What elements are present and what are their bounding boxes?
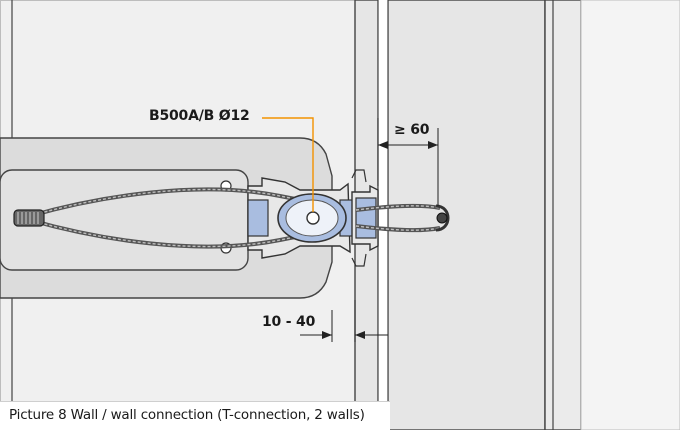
dim-bottom-arrow-right	[355, 331, 365, 339]
rope-ferrule-strands	[17, 212, 39, 224]
rebar-label: B500A/B Ø12	[149, 108, 250, 124]
rebar-bar	[306, 211, 320, 225]
far-right-column	[544, 0, 582, 430]
caption-box	[0, 401, 390, 431]
dim-top-arrow-right	[428, 141, 438, 149]
rail-blue-right	[355, 197, 377, 239]
rail-blue-left	[247, 199, 269, 237]
wire-rope-right-top-hl	[355, 205, 441, 211]
dimension-bottom-label: 10 - 40	[262, 314, 316, 330]
far-right-panel	[580, 0, 680, 430]
wire-rope-right-bottom-hl	[355, 225, 441, 231]
box-right-notches	[351, 169, 367, 267]
figure-caption: Picture 8 Wall / wall connection (T-conn…	[9, 407, 365, 423]
rope-loop-end	[435, 204, 450, 232]
dim-bottom-arrow-left	[322, 331, 332, 339]
rebar-leader	[262, 117, 314, 212]
joint-gap	[378, 0, 388, 430]
rope-loop-knot	[436, 212, 448, 224]
dim-top-arrow-left	[378, 141, 388, 149]
dimension-top-label: ≥ 60	[394, 122, 430, 138]
